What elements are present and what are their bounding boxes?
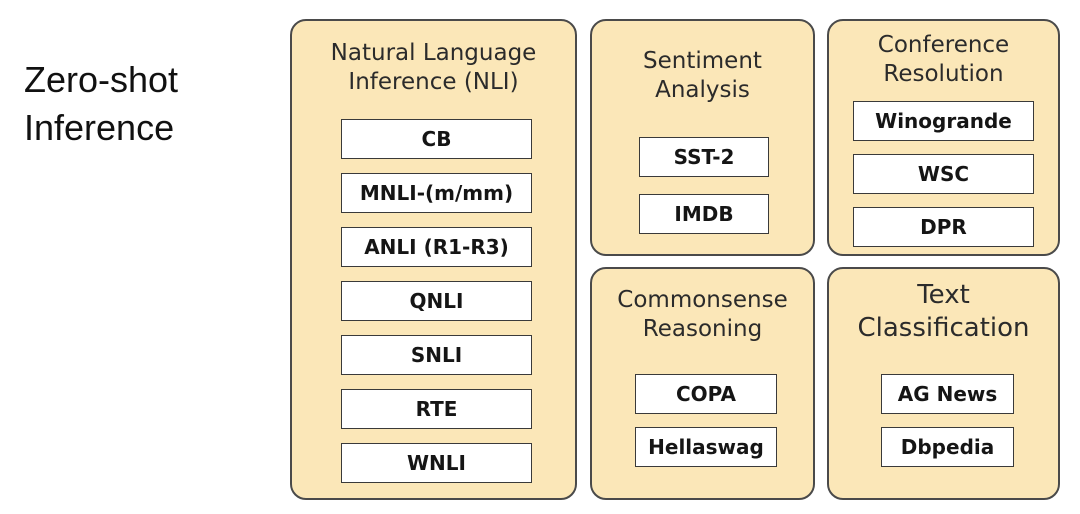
- task-box: IMDB: [639, 194, 769, 234]
- group-title-line: Conference: [877, 32, 1010, 58]
- task-box: COPA: [635, 374, 777, 414]
- group-title-line: Reasoning: [642, 316, 763, 342]
- group-title: Text Classification: [829, 279, 1058, 345]
- group-text-classification: Text Classification AG News Dbpedia: [827, 267, 1060, 500]
- task-box: SNLI: [341, 335, 532, 375]
- group-title-line: Sentiment: [643, 48, 762, 74]
- task-box: SST-2: [639, 137, 769, 177]
- task-box: MNLI-(m/mm): [341, 173, 532, 213]
- task-box: Dbpedia: [881, 427, 1014, 467]
- group-title: Natural Language Inference (NLI): [292, 39, 575, 97]
- group-title: Commonsense Reasoning: [592, 286, 813, 344]
- group-title-line: Natural Language: [330, 40, 537, 66]
- diagram-title-line: Inference: [24, 107, 175, 148]
- diagram-title: Zero-shot Inference: [24, 56, 178, 152]
- group-conference-resolution: Conference Resolution Winogrande WSC DPR: [827, 19, 1060, 256]
- task-box: DPR: [853, 207, 1034, 247]
- task-box: WSC: [853, 154, 1034, 194]
- group-title-line: Classification: [857, 313, 1030, 343]
- task-box: Hellaswag: [635, 427, 777, 467]
- group-sentiment-analysis: Sentiment Analysis SST-2 IMDB: [590, 19, 815, 256]
- group-title: Sentiment Analysis: [592, 47, 813, 105]
- task-box: RTE: [341, 389, 532, 429]
- group-natural-language-inference: Natural Language Inference (NLI) CB MNLI…: [290, 19, 577, 500]
- group-title-line: Text: [917, 280, 970, 310]
- group-commonsense-reasoning: Commonsense Reasoning COPA Hellaswag: [590, 267, 815, 500]
- group-title-line: Inference (NLI): [348, 69, 519, 95]
- task-box: WNLI: [341, 443, 532, 483]
- task-box: AG News: [881, 374, 1014, 414]
- task-box: Winogrande: [853, 101, 1034, 141]
- task-box: ANLI (R1-R3): [341, 227, 532, 267]
- group-title-line: Analysis: [655, 77, 750, 103]
- task-box: QNLI: [341, 281, 532, 321]
- diagram-title-line: Zero-shot: [24, 59, 179, 100]
- group-title-line: Resolution: [883, 61, 1004, 87]
- group-title: Conference Resolution: [829, 31, 1058, 89]
- task-box: CB: [341, 119, 532, 159]
- group-title-line: Commonsense: [617, 287, 788, 313]
